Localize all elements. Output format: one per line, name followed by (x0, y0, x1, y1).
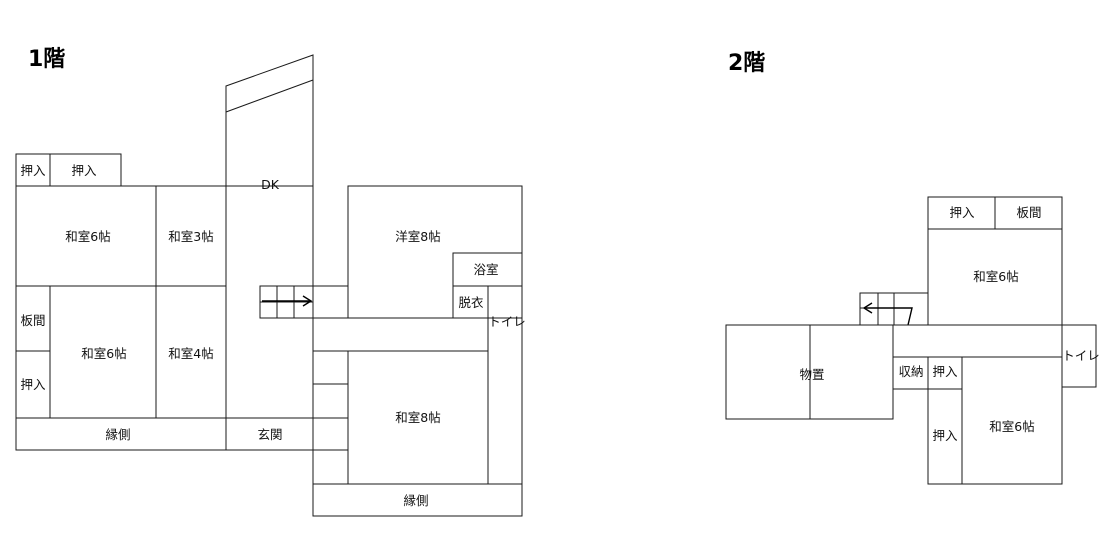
room-engawa-bottom (312, 483, 523, 517)
label2-washitsu6-top: 和室6帖 (973, 269, 1018, 284)
label-oshiire-c: 押入 (20, 377, 46, 392)
label-washitsu3: 和室3帖 (168, 229, 213, 244)
label2-shuunou: 収納 (898, 364, 923, 379)
dk-skylight (225, 54, 314, 113)
label2-oshiire-low: 押入 (932, 428, 958, 443)
label-datsui: 脱衣 (458, 295, 484, 310)
label2-monooki: 物置 (799, 367, 824, 382)
label-genkan: 玄関 (257, 427, 282, 442)
label-washitsu4: 和室4帖 (168, 346, 213, 361)
stairs-floor1 (259, 285, 314, 319)
label-oshiire-b: 押入 (71, 163, 97, 178)
storage-box-a (312, 383, 349, 419)
label-engawa-left: 縁側 (105, 427, 130, 442)
room2-toilet (1061, 324, 1097, 388)
label2-oshiire-mid: 押入 (932, 364, 958, 379)
label-oshiire-a: 押入 (20, 163, 46, 178)
label-toilet: トイレ (488, 314, 526, 329)
label-washitsu8: 和室8帖 (395, 410, 440, 425)
label-yokushitsu: 浴室 (473, 262, 498, 277)
label-engawa-bottom: 縁側 (403, 493, 428, 508)
label-washitsu6-top: 和室6帖 (65, 229, 110, 244)
label2-washitsu6-bottom: 和室6帖 (989, 419, 1034, 434)
floor-1-plan: 1階 (15, 47, 526, 517)
label-washitsu6-bottom: 和室6帖 (81, 346, 126, 361)
stairs-floor2 (859, 292, 929, 326)
room2-washitsu6-bottom (961, 356, 1063, 485)
floor-2-title: 2階 (728, 51, 765, 76)
room-youshitsu8 (347, 185, 523, 319)
label2-itama: 板間 (1016, 205, 1041, 220)
corridor2 (892, 324, 1063, 358)
floor-2-plan: 2階 押入 板間 和室6帖 トイレ 物置 収納 押入 押入 和 (725, 51, 1100, 485)
label-itama: 板間 (20, 313, 45, 328)
label2-toilet: トイレ (1062, 348, 1100, 363)
label2-oshiire-top: 押入 (949, 205, 975, 220)
floor-1-title: 1階 (28, 47, 65, 72)
label-youshitsu8: 洋室8帖 (395, 229, 440, 244)
label-dk: DK (261, 177, 280, 192)
